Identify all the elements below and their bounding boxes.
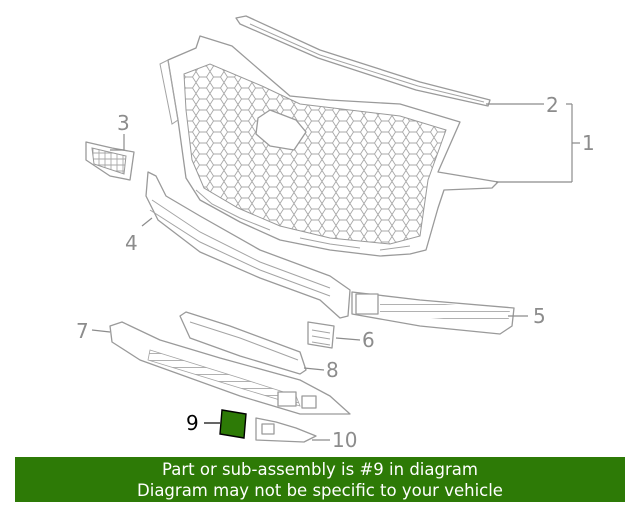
leader-lines xyxy=(91,103,580,441)
callout-2: 2 xyxy=(546,93,559,117)
lower-grille-bar xyxy=(145,171,351,319)
callout-1: 1 xyxy=(582,131,595,155)
part-info-banner: Part or sub-assembly is #9 in diagram Di… xyxy=(15,457,625,502)
callout-7: 7 xyxy=(76,319,89,343)
parts-diagram: 1 2 3 4 5 6 7 8 9 10 xyxy=(76,15,595,452)
small-insert xyxy=(307,321,335,349)
upper-molding-strip xyxy=(235,15,491,107)
emblem xyxy=(85,141,135,181)
callout-5: 5 xyxy=(533,304,546,328)
callout-6: 6 xyxy=(362,328,375,352)
lower-bar-extension xyxy=(351,291,515,335)
banner-line-part: Part or sub-assembly is #9 in diagram xyxy=(162,460,478,479)
grille-assembly xyxy=(159,35,499,257)
callout-3: 3 xyxy=(117,111,130,135)
trim-bezel xyxy=(255,417,317,443)
lower-bracket xyxy=(179,311,307,375)
callout-9: 9 xyxy=(186,411,199,435)
callout-4: 4 xyxy=(125,231,138,255)
highlighted-cover-part-9 xyxy=(219,409,247,439)
banner-line-disclaimer: Diagram may not be specific to your vehi… xyxy=(137,481,503,500)
callout-10: 10 xyxy=(332,428,357,452)
lower-grille xyxy=(109,321,351,415)
callout-8: 8 xyxy=(326,358,339,382)
